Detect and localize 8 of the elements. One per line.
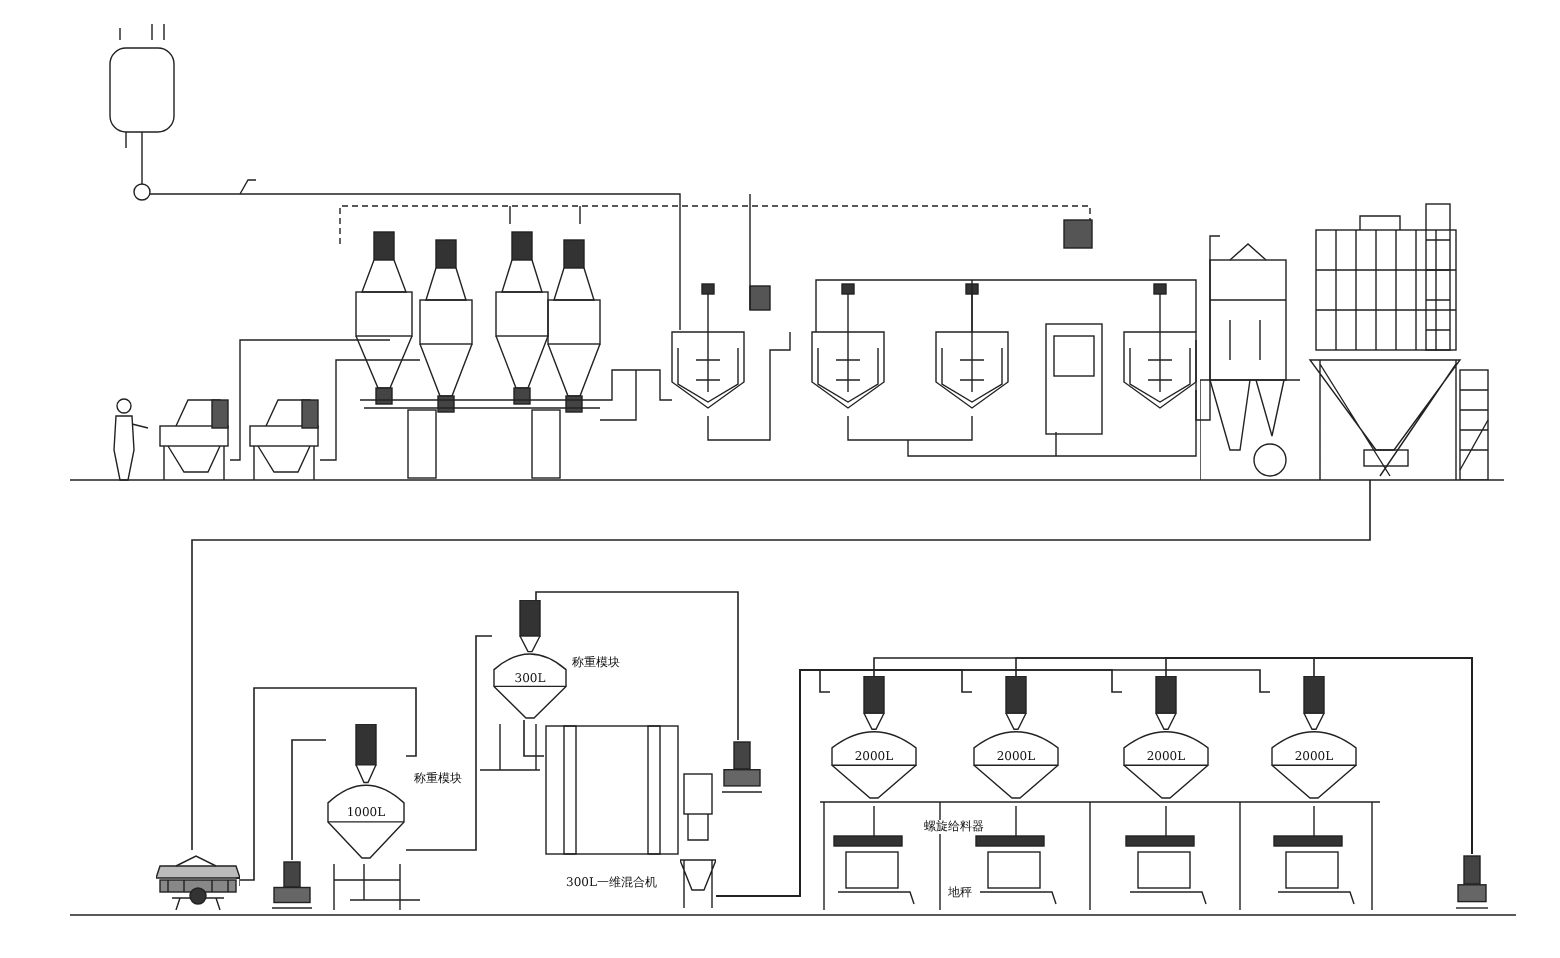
pipeline	[715, 669, 1271, 897]
pipeline	[291, 739, 327, 861]
pipeline	[239, 687, 417, 881]
pipeline	[535, 591, 739, 741]
pipeline	[405, 635, 493, 851]
pipeline	[191, 479, 1371, 851]
pipeline	[1313, 657, 1473, 855]
pipeline	[523, 719, 545, 757]
